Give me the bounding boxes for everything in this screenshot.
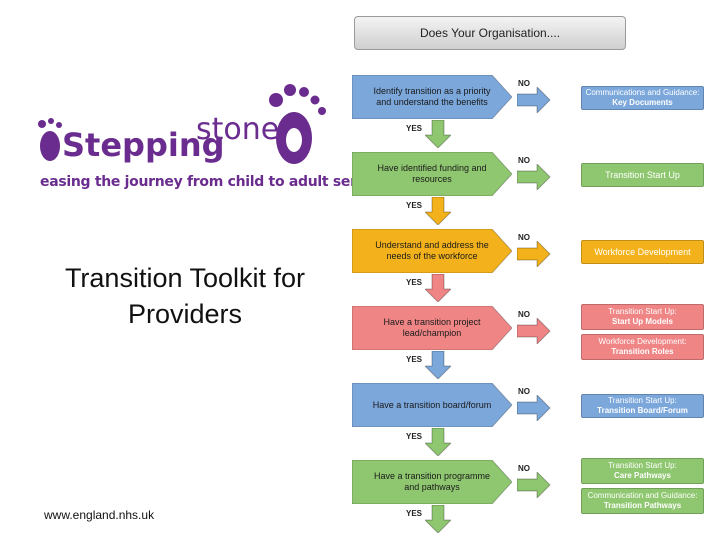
down-arrow-icon: [425, 428, 451, 456]
outcome-box: Transition Start Up:Care Pathways: [581, 458, 704, 484]
down-arrow-icon: [425, 197, 451, 225]
outcome-category: Communications and Guidance:: [585, 88, 700, 97]
step-question-text: Have a transition programme and pathways: [373, 471, 491, 492]
outcome-box: Workforce Development:Transition Roles: [581, 334, 704, 360]
yes-label: YES: [406, 355, 423, 364]
right-arrow-icon: [517, 241, 551, 267]
step-question: Have a transition programme and pathways: [352, 460, 512, 504]
outcome-category: Transition Start Up:: [608, 396, 677, 405]
step-question-text: Have identified funding and resources: [377, 163, 487, 184]
logo-word-stepping: Stepping: [62, 126, 225, 164]
yes-label: YES: [406, 201, 423, 210]
flowchart-header: Does Your Organisation....: [354, 16, 626, 50]
no-label: NO: [518, 387, 530, 396]
yes-label: YES: [406, 278, 423, 287]
step-question: Have identified funding and resources: [352, 152, 512, 196]
outcome-box: Transition Start Up:Transition Board/For…: [581, 394, 704, 418]
outcome-category: Transition Start Up:: [608, 461, 677, 470]
outcome-category: Transition Start Up:: [608, 307, 677, 316]
right-arrow-icon: [517, 164, 551, 190]
right-arrow-icon: [517, 87, 551, 113]
step-question: Have a transition project lead/champion: [352, 306, 512, 350]
footer-url: www.england.nhs.uk: [44, 508, 155, 522]
step-question-text: Have a transition project lead/champion: [383, 317, 481, 338]
outcome-title: Transition Pathways: [603, 501, 682, 510]
step-question-text: Identify transition as a priority and un…: [373, 86, 491, 107]
step-question: Identify transition as a priority and un…: [352, 75, 512, 119]
right-arrow-icon: [517, 318, 551, 344]
page-title: Transition Toolkit for Providers: [64, 263, 306, 329]
outcome-category: Workforce Development:: [598, 337, 687, 346]
yes-label: YES: [406, 124, 423, 133]
outcome-title: Start Up Models: [612, 317, 673, 326]
logo-word-stone: stone: [196, 112, 280, 147]
outcome-title: Workforce Development: [594, 247, 691, 257]
outcome-title: Transition Board/Forum: [597, 406, 688, 415]
outcome-title: Transition Roles: [611, 347, 674, 356]
outcome-box: Transition Start Up:Start Up Models: [581, 304, 704, 330]
no-label: NO: [518, 79, 530, 88]
outcome-box: Workforce Development: [581, 240, 704, 264]
footprint-icon: [269, 84, 326, 164]
outcome-box: Transition Start Up: [581, 163, 704, 187]
right-arrow-icon: [517, 472, 551, 498]
down-arrow-icon: [425, 351, 451, 379]
no-label: NO: [518, 233, 530, 242]
down-arrow-icon: [425, 505, 451, 533]
step-question: Have a transition board/forum: [352, 383, 512, 427]
down-arrow-icon: [425, 274, 451, 302]
down-arrow-icon: [425, 120, 451, 148]
outcome-title: Care Pathways: [614, 471, 671, 480]
outcome-category: Communication and Guidance:: [587, 491, 698, 500]
no-label: NO: [518, 156, 530, 165]
yes-label: YES: [406, 432, 423, 441]
small-footprint-icon: [38, 118, 62, 161]
outcome-title: Transition Start Up: [605, 170, 680, 180]
outcome-title: Key Documents: [612, 98, 673, 107]
outcome-box: Communication and Guidance:Transition Pa…: [581, 488, 704, 514]
step-question-text: Understand and address the needs of the …: [375, 240, 489, 261]
step-question: Understand and address the needs of the …: [352, 229, 512, 273]
outcome-box: Communications and Guidance:Key Document…: [581, 86, 704, 110]
logo-tagline: easing the journey from child to adult s…: [40, 174, 396, 190]
no-label: NO: [518, 464, 530, 473]
no-label: NO: [518, 310, 530, 319]
yes-label: YES: [406, 509, 423, 518]
step-question-text: Have a transition board/forum: [372, 399, 492, 410]
right-arrow-icon: [517, 395, 551, 421]
